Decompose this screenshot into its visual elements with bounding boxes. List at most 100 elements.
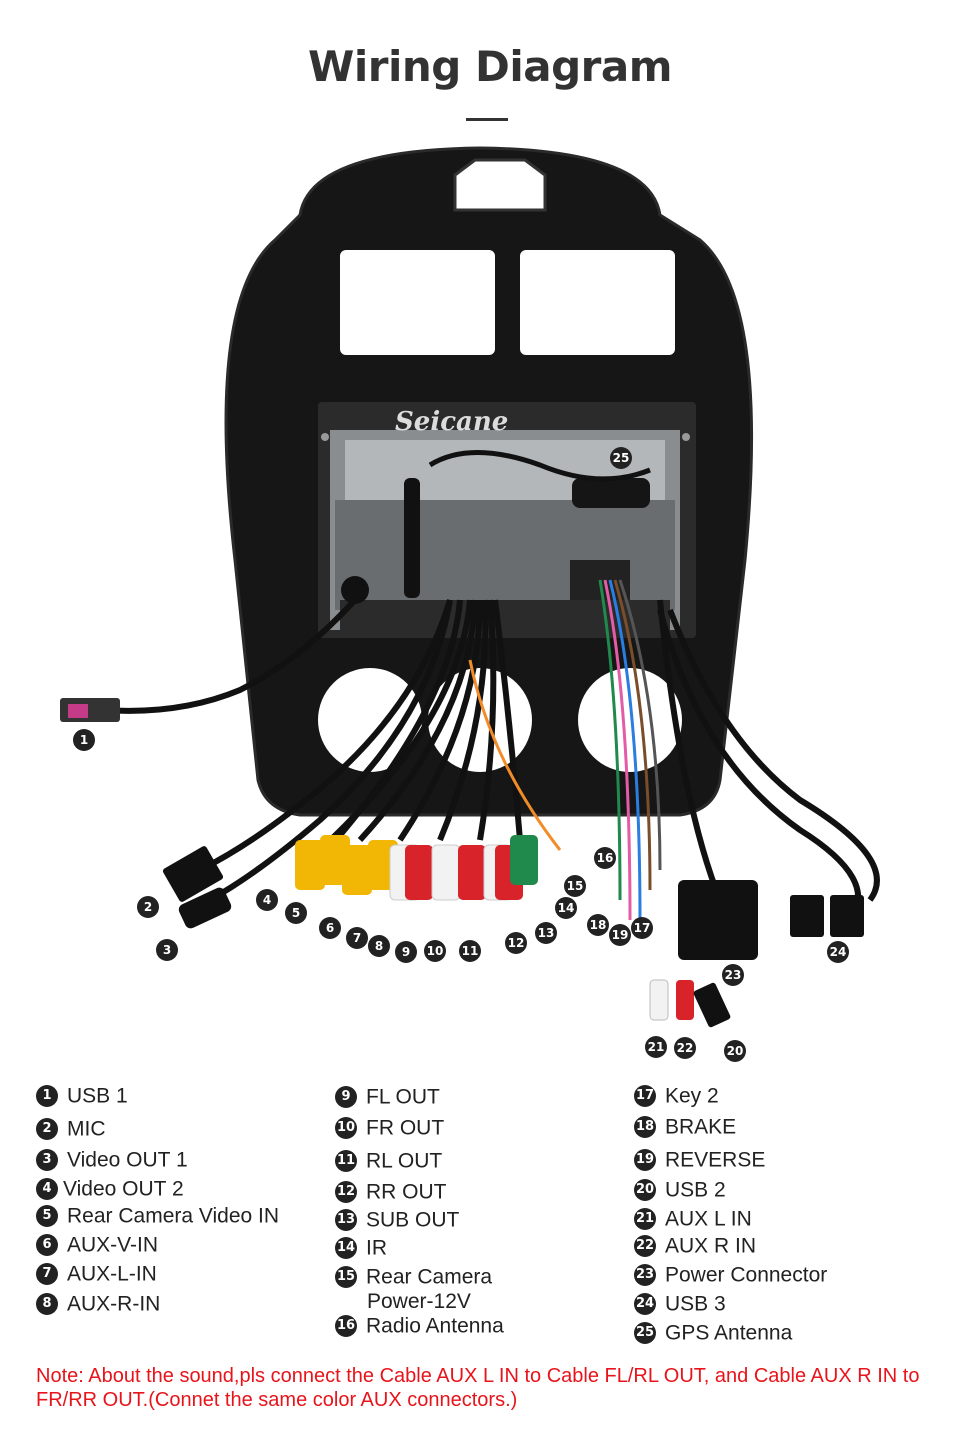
- legend-number: 12: [335, 1181, 357, 1204]
- callout-19: 19: [609, 924, 631, 946]
- legend-number: 1: [36, 1085, 58, 1108]
- legend-number: 17: [634, 1085, 656, 1108]
- callout-8: 8: [368, 935, 390, 957]
- callout-5: 5: [285, 902, 307, 924]
- legend-number: 20: [634, 1179, 656, 1202]
- legend-label: IR: [366, 1236, 387, 1260]
- svg-text:2: 2: [144, 900, 152, 914]
- legend-label: Video OUT 2: [63, 1177, 184, 1201]
- callout-4: 4: [256, 889, 278, 911]
- svg-text:21: 21: [648, 1040, 665, 1054]
- svg-text:13: 13: [538, 926, 555, 940]
- legend-label: FL OUT: [366, 1085, 440, 1109]
- svg-text:17: 17: [634, 921, 651, 935]
- sound-connection-note: Note: About the sound,pls connect the Ca…: [36, 1365, 920, 1411]
- gps-antenna: [428, 450, 651, 508]
- legend-label: RL OUT: [366, 1149, 443, 1173]
- callout-7: 7: [346, 927, 368, 949]
- svg-text:8: 8: [375, 939, 383, 953]
- legend-number: 18: [634, 1116, 656, 1139]
- legend-number: 19: [634, 1149, 656, 1172]
- callout-6: 6: [319, 917, 341, 939]
- svg-text:9: 9: [402, 945, 410, 959]
- legend-item-aux-r-in: 8 AUX-R-IN: [36, 1292, 160, 1316]
- svg-text:25: 25: [613, 451, 630, 465]
- legend-number: 8: [36, 1293, 58, 1316]
- callout-9: 9: [395, 941, 417, 963]
- legend-number: 13: [335, 1209, 357, 1232]
- legend-label: Rear Camera Video IN: [67, 1204, 280, 1228]
- colored-wires: [468, 579, 662, 921]
- svg-text:11: 11: [462, 944, 479, 958]
- legend-label: AUX-V-IN: [67, 1233, 159, 1257]
- callout-20: 20: [724, 1040, 746, 1062]
- video-out1-plug: [178, 887, 232, 929]
- brand-watermark: Seicane: [395, 407, 508, 437]
- legend-number: 23: [634, 1264, 656, 1287]
- legend-label: SUB OUT: [366, 1208, 460, 1232]
- legend-label: AUX L IN: [665, 1207, 752, 1231]
- callout-10: 10: [424, 940, 446, 962]
- usb3-plug-b: [830, 895, 864, 937]
- callout-1: 1: [73, 729, 95, 751]
- legend-number: 2: [36, 1118, 58, 1141]
- head-unit: Seicane: [318, 402, 696, 638]
- svg-text:24: 24: [830, 945, 847, 959]
- title-divider: [466, 118, 508, 121]
- legend-label: USB 3: [665, 1292, 726, 1316]
- callout-2: 2: [137, 896, 159, 918]
- callout-markers: 1 2 3 4 5 6 7 8 9 10 11 12 13 14 15 16 1…: [73, 447, 849, 1062]
- callout-11: 11: [459, 940, 481, 962]
- legend-label: REVERSE: [665, 1148, 766, 1172]
- usb3-plug-a: [790, 895, 824, 937]
- legend-number: 3: [36, 1149, 58, 1172]
- legend-label: AUX R IN: [665, 1234, 757, 1258]
- legend-label: AUX-R-IN: [67, 1292, 161, 1316]
- legend-item-sub-out: 13 SUB OUT: [335, 1208, 459, 1232]
- antenna-stub: [404, 478, 420, 598]
- legend-label: Key 2: [665, 1084, 719, 1108]
- legend-item-rear-camera-video-in: 5 Rear Camera Video IN: [36, 1204, 279, 1228]
- legend-label: USB 2: [665, 1178, 726, 1202]
- legend-label: Rear Camera: [366, 1265, 493, 1289]
- rca-plug-group: [295, 835, 694, 1021]
- legend-item-usb2: 20 USB 2: [634, 1178, 726, 1202]
- legend-label-line2: Power-12V: [367, 1289, 471, 1313]
- legend-number: 5: [36, 1205, 58, 1228]
- callout-24: 24: [827, 941, 849, 963]
- svg-text:15: 15: [567, 879, 584, 893]
- svg-text:6: 6: [326, 921, 334, 935]
- legend-label: Radio Antenna: [366, 1314, 504, 1338]
- svg-text:3: 3: [163, 943, 171, 957]
- callout-23: 23: [722, 964, 744, 986]
- callout-17: 17: [631, 917, 653, 939]
- legend-item-video-out-1: 3 Video OUT 1: [36, 1148, 188, 1172]
- legend-label: FR OUT: [366, 1116, 445, 1140]
- usb2-plug: [693, 982, 731, 1028]
- legend-item-rl-out: 11 RL OUT: [335, 1149, 442, 1173]
- svg-text:20: 20: [727, 1044, 744, 1058]
- callout-25: 25: [610, 447, 632, 469]
- legend-label: Video OUT 1: [67, 1148, 188, 1172]
- svg-text:7: 7: [353, 931, 361, 945]
- legend-item-key-2: 17 Key 2: [634, 1084, 719, 1108]
- callout-12: 12: [505, 932, 527, 954]
- page-title: Wiring Diagram: [308, 42, 672, 91]
- legend-number: 11: [335, 1150, 357, 1173]
- callout-18: 18: [587, 914, 609, 936]
- svg-text:4: 4: [263, 893, 271, 907]
- wiring-diagram: Seicane: [60, 146, 880, 1062]
- callout-21: 21: [645, 1036, 667, 1058]
- mic-usb-plug: [162, 846, 224, 902]
